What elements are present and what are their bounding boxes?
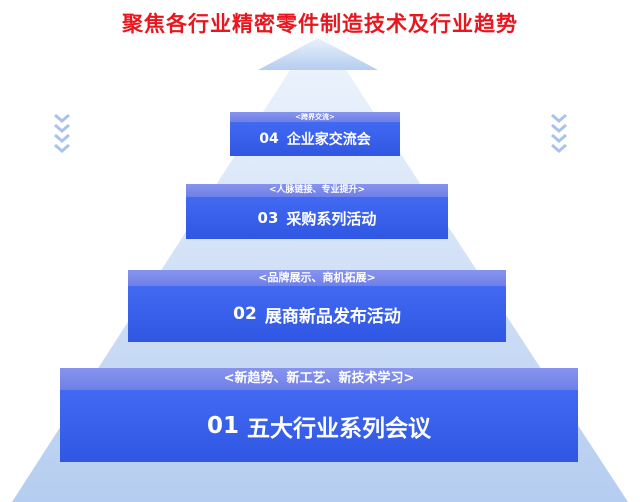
tier-subtitle: <品牌展示、商机拓展> — [258, 271, 376, 284]
tier-subtitle-bar: <新趋势、新工艺、新技术学习> — [60, 368, 578, 390]
tier-subtitle-bar: <跨界交流> — [230, 112, 400, 122]
tier-number: 01 — [206, 413, 239, 439]
tier-01: <新趋势、新工艺、新技术学习> 01 五大行业系列会议 — [60, 368, 578, 462]
tier-03: <人脉链接、专业提升> 03 采购系列活动 — [186, 184, 448, 239]
tier-subtitle: <跨界交流> — [295, 113, 335, 121]
tier-number: 03 — [257, 209, 279, 227]
tier-subtitle: <新趋势、新工艺、新技术学习> — [223, 371, 415, 386]
page-title: 聚焦各行业精密零件制造技术及行业趋势 — [122, 12, 518, 36]
tier-subtitle-bar: <品牌展示、商机拓展> — [128, 270, 506, 286]
tier-title: 企业家交流会 — [286, 132, 371, 148]
tier-number: 04 — [259, 131, 279, 147]
tier-number: 02 — [233, 304, 257, 324]
chevron-double-down-icon — [54, 113, 70, 153]
tier-title: 五大行业系列会议 — [247, 416, 431, 442]
tier-02: <品牌展示、商机拓展> 02 展商新品发布活动 — [128, 270, 506, 342]
tier-04: <跨界交流> 04 企业家交流会 — [230, 112, 400, 156]
tier-face: 01 五大行业系列会议 — [60, 390, 578, 462]
tier-face: 02 展商新品发布活动 — [128, 286, 506, 342]
chevron-double-down-icon — [551, 113, 567, 153]
tier-subtitle: <人脉链接、专业提升> — [268, 185, 366, 195]
tier-face: 04 企业家交流会 — [230, 122, 400, 156]
tier-subtitle-bar: <人脉链接、专业提升> — [186, 184, 448, 197]
tier-title: 展商新品发布活动 — [264, 306, 401, 327]
tier-face: 03 采购系列活动 — [186, 197, 448, 239]
tier-title: 采购系列活动 — [286, 209, 377, 228]
arrow-head — [258, 38, 378, 70]
